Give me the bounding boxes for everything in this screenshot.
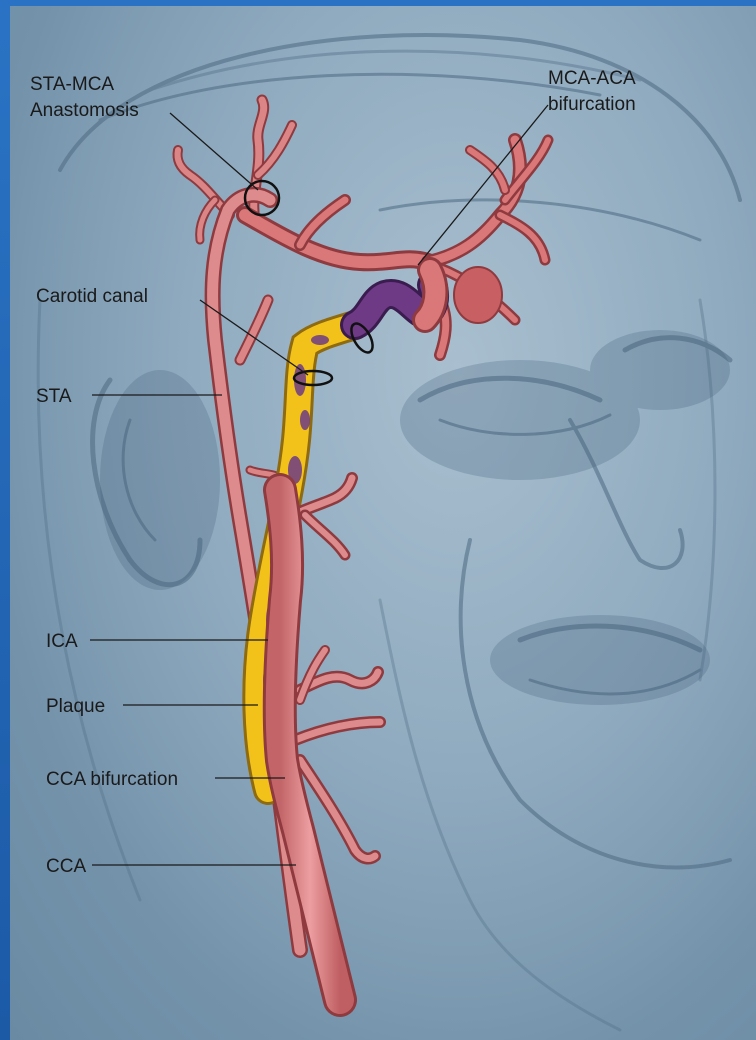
label-cca-bifurcation: CCA bifurcation [46, 769, 178, 790]
label-cca: CCA [46, 856, 86, 877]
anatomical-illustration: STA-MCA Anastomosis MCA-ACA bifurcation … [10, 6, 756, 1040]
label-mca-aca-2: bifurcation [548, 94, 636, 115]
artery-diagram: STA-MCA Anastomosis MCA-ACA bifurcation … [10, 6, 756, 1040]
label-sta-mca-2: Anastomosis [30, 100, 139, 121]
label-mca-aca-1: MCA-ACA [548, 68, 636, 89]
label-carotid-canal: Carotid canal [36, 286, 148, 307]
label-plaque: Plaque [46, 696, 105, 717]
label-sta-mca-1: STA-MCA [30, 74, 114, 95]
label-sta: STA [36, 386, 72, 407]
mca-branches [245, 140, 548, 355]
label-ica: ICA [46, 631, 78, 652]
face-shading [100, 330, 730, 705]
aneurysm [454, 267, 502, 323]
